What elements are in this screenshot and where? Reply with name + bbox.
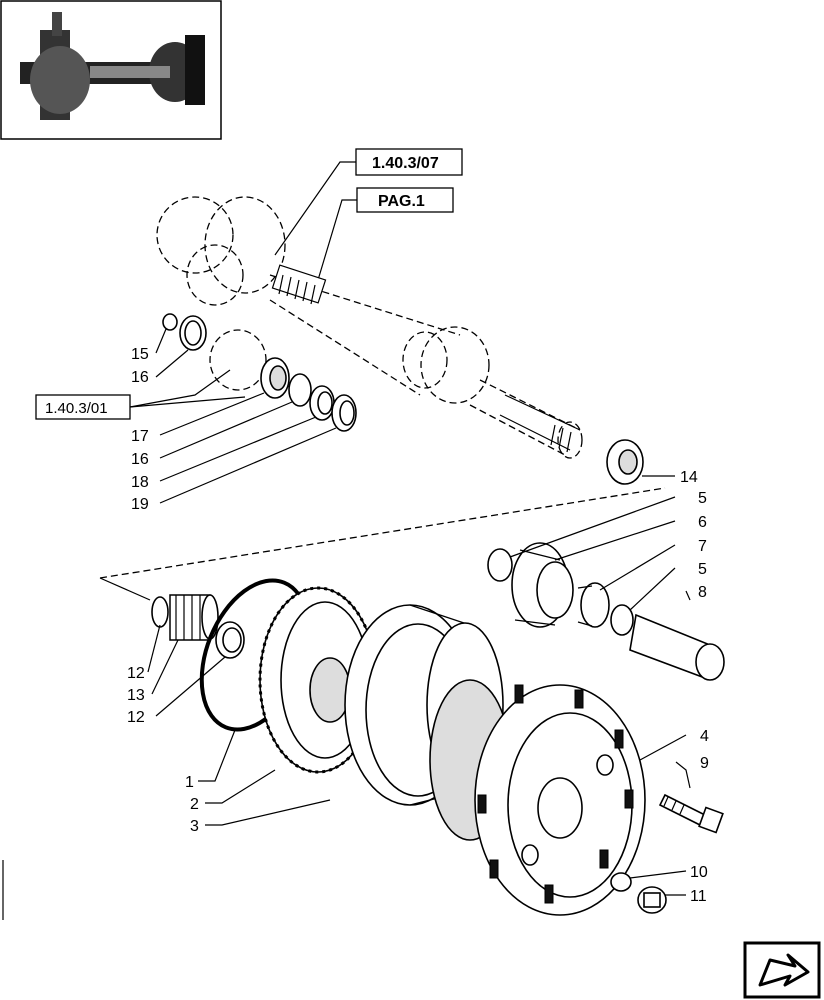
needle-bearing-7	[577, 582, 610, 628]
next-page-arrow-icon[interactable]	[743, 941, 821, 999]
ref-box-1[interactable]: 1.40.3/07	[355, 148, 463, 176]
callout-2: 2	[190, 796, 199, 813]
planet-carrier-4	[429, 679, 646, 916]
washer-12	[215, 621, 245, 659]
callout-14: 14	[680, 469, 698, 486]
callout-1: 1	[185, 774, 194, 791]
bolt-9	[658, 793, 724, 834]
axle-assembly-thumbnail[interactable]	[0, 0, 222, 140]
callout-17: 17	[131, 428, 149, 445]
seal-19	[331, 394, 357, 432]
washer-10	[610, 872, 632, 892]
callout-7: 7	[698, 538, 707, 555]
ref-label-3: 1.40.3/01	[45, 400, 108, 417]
callout-15: 15	[131, 346, 149, 363]
callout-9: 9	[700, 755, 709, 772]
callout-18: 18	[131, 474, 149, 491]
bearing-17	[260, 357, 290, 399]
circlip-16	[179, 315, 207, 351]
snap-ring-12	[151, 596, 169, 628]
spacer-18	[309, 385, 335, 421]
callout-5b: 5	[698, 561, 707, 578]
callout-4: 4	[700, 728, 709, 745]
callout-6: 6	[698, 514, 707, 531]
snap-ring-15	[162, 313, 178, 331]
washer-5a	[487, 548, 513, 582]
washer-5b	[610, 604, 634, 636]
callout-12b: 12	[127, 709, 145, 726]
callout-13: 13	[127, 687, 145, 704]
dashed-shaft-assembly	[156, 196, 583, 459]
ref-box-2[interactable]: PAG.1	[356, 187, 454, 213]
planet-gear-6	[511, 542, 574, 628]
callout-16a: 16	[131, 369, 149, 386]
callout-12a: 12	[127, 665, 145, 682]
callout-3: 3	[190, 818, 199, 835]
callout-5a: 5	[698, 490, 707, 507]
callout-8: 8	[698, 584, 707, 601]
callout-11: 11	[690, 888, 707, 905]
circlip-16b	[288, 373, 312, 407]
plug-11	[637, 886, 667, 914]
callout-16b: 16	[131, 451, 149, 468]
ref-label-1: 1.40.3/07	[372, 155, 439, 172]
splined-shaft	[271, 264, 581, 453]
ref-box-3[interactable]: 1.40.3/01	[35, 394, 131, 420]
pin-8	[629, 613, 725, 681]
callout-10: 10	[690, 864, 708, 881]
bearing-14	[606, 439, 644, 485]
ref-label-2: PAG.1	[378, 193, 425, 210]
callout-19: 19	[131, 496, 149, 513]
